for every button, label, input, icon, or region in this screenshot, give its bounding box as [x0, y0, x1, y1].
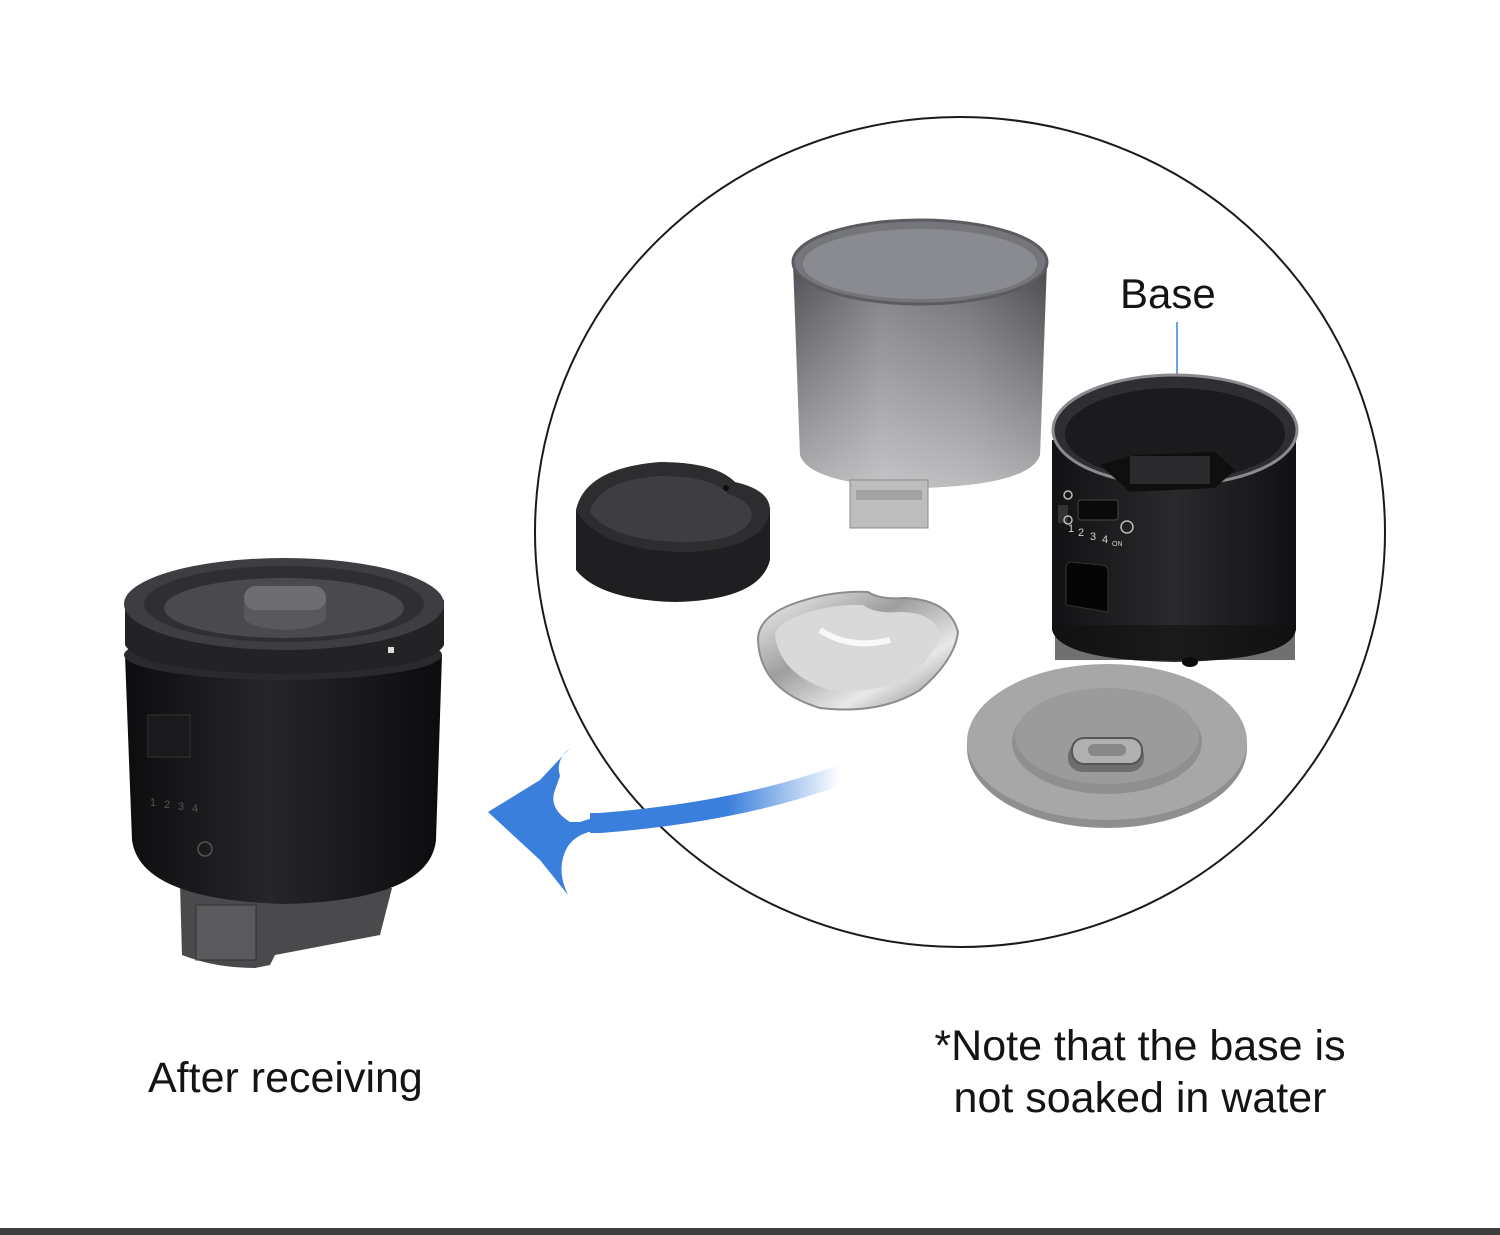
note-line-1: *Note that the base is [934, 1022, 1346, 1070]
keypad-digits: 1 2 3 4 ON [1068, 523, 1123, 548]
svg-text:2: 2 [1078, 527, 1084, 539]
curved-left-arrow-icon [488, 748, 844, 895]
after-receiving-caption: After receiving [148, 1054, 423, 1102]
detail-circle [534, 116, 1386, 948]
svg-text:3: 3 [1090, 531, 1096, 543]
svg-text:1: 1 [1068, 523, 1074, 535]
svg-text:4: 4 [1102, 534, 1108, 546]
base-unit [1051, 373, 1299, 667]
bowl-holder [576, 462, 770, 602]
note-caption: *Note that the base is not soaked in wat… [900, 1020, 1380, 1124]
note-line-2: not soaked in water [953, 1074, 1327, 1122]
bottom-bar [0, 1228, 1500, 1235]
gray-lid [967, 664, 1247, 828]
base-label: Base [1120, 270, 1216, 317]
svg-text:4: 4 [192, 803, 198, 815]
svg-text:ON: ON [1112, 541, 1123, 548]
food-tank [791, 218, 1049, 529]
svg-text:1: 1 [150, 797, 156, 809]
steel-bowl [756, 590, 960, 711]
svg-text:2: 2 [164, 799, 170, 811]
svg-text:3: 3 [178, 801, 184, 813]
